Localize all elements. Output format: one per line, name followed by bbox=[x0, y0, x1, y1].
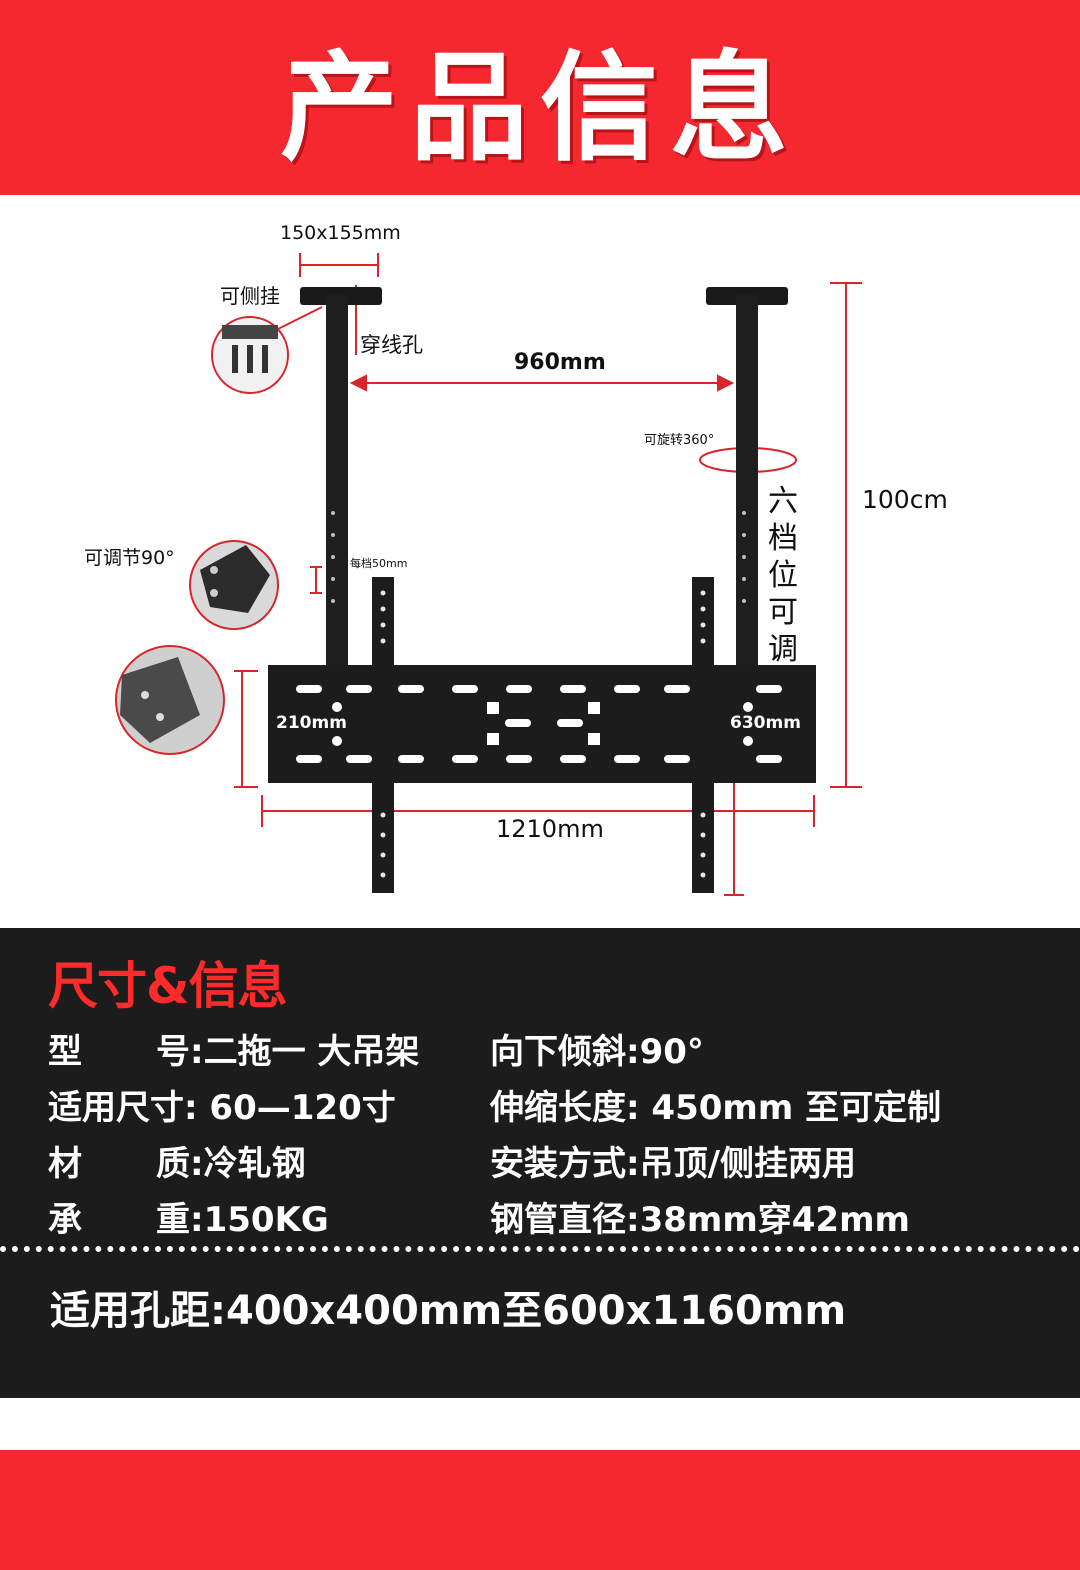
spec-size: 适用尺寸: 60—120寸 bbox=[48, 1080, 396, 1129]
height-label: 100cm bbox=[862, 485, 948, 514]
spec-tilt: 向下倾斜:90° bbox=[490, 1024, 704, 1073]
poles bbox=[326, 295, 758, 665]
rotate-label: 可旋转360° bbox=[644, 433, 715, 448]
spec-tube: 钢管直径:38mm穿42mm bbox=[490, 1192, 910, 1241]
spec-value: :吊顶/侧挂两用 bbox=[626, 1144, 857, 1184]
hole-spacing-value: :400x400mm至600x1160mm bbox=[210, 1288, 847, 1334]
horizontal-plate bbox=[268, 665, 816, 783]
dim-630-label: 630mm bbox=[730, 713, 801, 733]
detail-circles bbox=[115, 316, 289, 755]
info-title: 尺寸&信息 bbox=[48, 957, 288, 1015]
spec-key: 材 bbox=[48, 1144, 82, 1184]
spec-key2: 质 bbox=[156, 1144, 190, 1184]
spec-model: 型 号:二拖一 大吊架 bbox=[48, 1024, 419, 1073]
spec-key: 钢管直径 bbox=[490, 1200, 626, 1240]
spec-key: 向下倾斜 bbox=[490, 1032, 626, 1072]
spec-value: : 60—120寸 bbox=[184, 1088, 396, 1128]
spec-key2: 重 bbox=[156, 1200, 190, 1240]
product-diagram: 150x155mm 可侧挂 穿线孔 960mm 可旋转360° 100cm 六档… bbox=[0, 195, 1080, 928]
white-gap bbox=[0, 1398, 1080, 1450]
page-title: 产品信息 bbox=[279, 39, 800, 177]
adjust-angle-label: 可调节90° bbox=[84, 547, 175, 569]
spec-value: :150KG bbox=[190, 1200, 329, 1240]
per-step-label: 每档50mm bbox=[350, 557, 408, 570]
spec-key: 承 bbox=[48, 1200, 82, 1240]
spec-value: :38mm穿42mm bbox=[626, 1200, 910, 1240]
spec-extension: 伸缩长度: 450mm 至可定制 bbox=[490, 1080, 941, 1129]
spec-key: 伸缩长度 bbox=[490, 1088, 626, 1128]
dotted-divider bbox=[0, 1246, 1080, 1258]
spec-key2: 号 bbox=[156, 1032, 190, 1072]
plate-size-label: 150x155mm bbox=[280, 222, 401, 244]
six-positions-label: 六档位可调 bbox=[768, 484, 798, 667]
spec-key: 安装方式 bbox=[490, 1144, 626, 1184]
cable-hole-label: 穿线孔 bbox=[360, 333, 423, 357]
spec-material: 材 质:冷轧钢 bbox=[48, 1136, 306, 1185]
spec-install: 安装方式:吊顶/侧挂两用 bbox=[490, 1136, 856, 1185]
spec-key: 型 bbox=[48, 1032, 82, 1072]
spec-value: :二拖一 大吊架 bbox=[190, 1032, 420, 1072]
arm-holes bbox=[380, 590, 706, 878]
info-panel: 尺寸&信息 型 号:二拖一 大吊架 适用尺寸: 60—120寸 材 质:冷轧钢 承 重… bbox=[0, 928, 1080, 1398]
hole-spacing: 适用孔距:400x400mm至600x1160mm bbox=[50, 1278, 846, 1336]
spec-load: 承 重:150KG bbox=[48, 1192, 329, 1241]
dim-210-label: 210mm bbox=[276, 713, 347, 733]
side-mount-label: 可侧挂 bbox=[220, 284, 280, 308]
dim-1210-label: 1210mm bbox=[496, 815, 604, 843]
header-banner: 产品信息 bbox=[0, 0, 1080, 195]
spec-value: : 450mm 至可定制 bbox=[626, 1088, 942, 1128]
hole-spacing-label: 适用孔距 bbox=[50, 1288, 210, 1334]
pole-distance-label: 960mm bbox=[514, 350, 606, 375]
mount-drawing bbox=[115, 253, 862, 896]
spec-value: :90° bbox=[626, 1032, 704, 1072]
spec-value: :冷轧钢 bbox=[190, 1144, 306, 1184]
vertical-arms bbox=[372, 577, 714, 893]
plate-slots bbox=[296, 685, 782, 763]
footer-banner bbox=[0, 1450, 1080, 1570]
pole-holes bbox=[331, 511, 746, 603]
spec-key: 适用尺寸 bbox=[48, 1088, 184, 1128]
ceiling-plates bbox=[300, 287, 788, 305]
